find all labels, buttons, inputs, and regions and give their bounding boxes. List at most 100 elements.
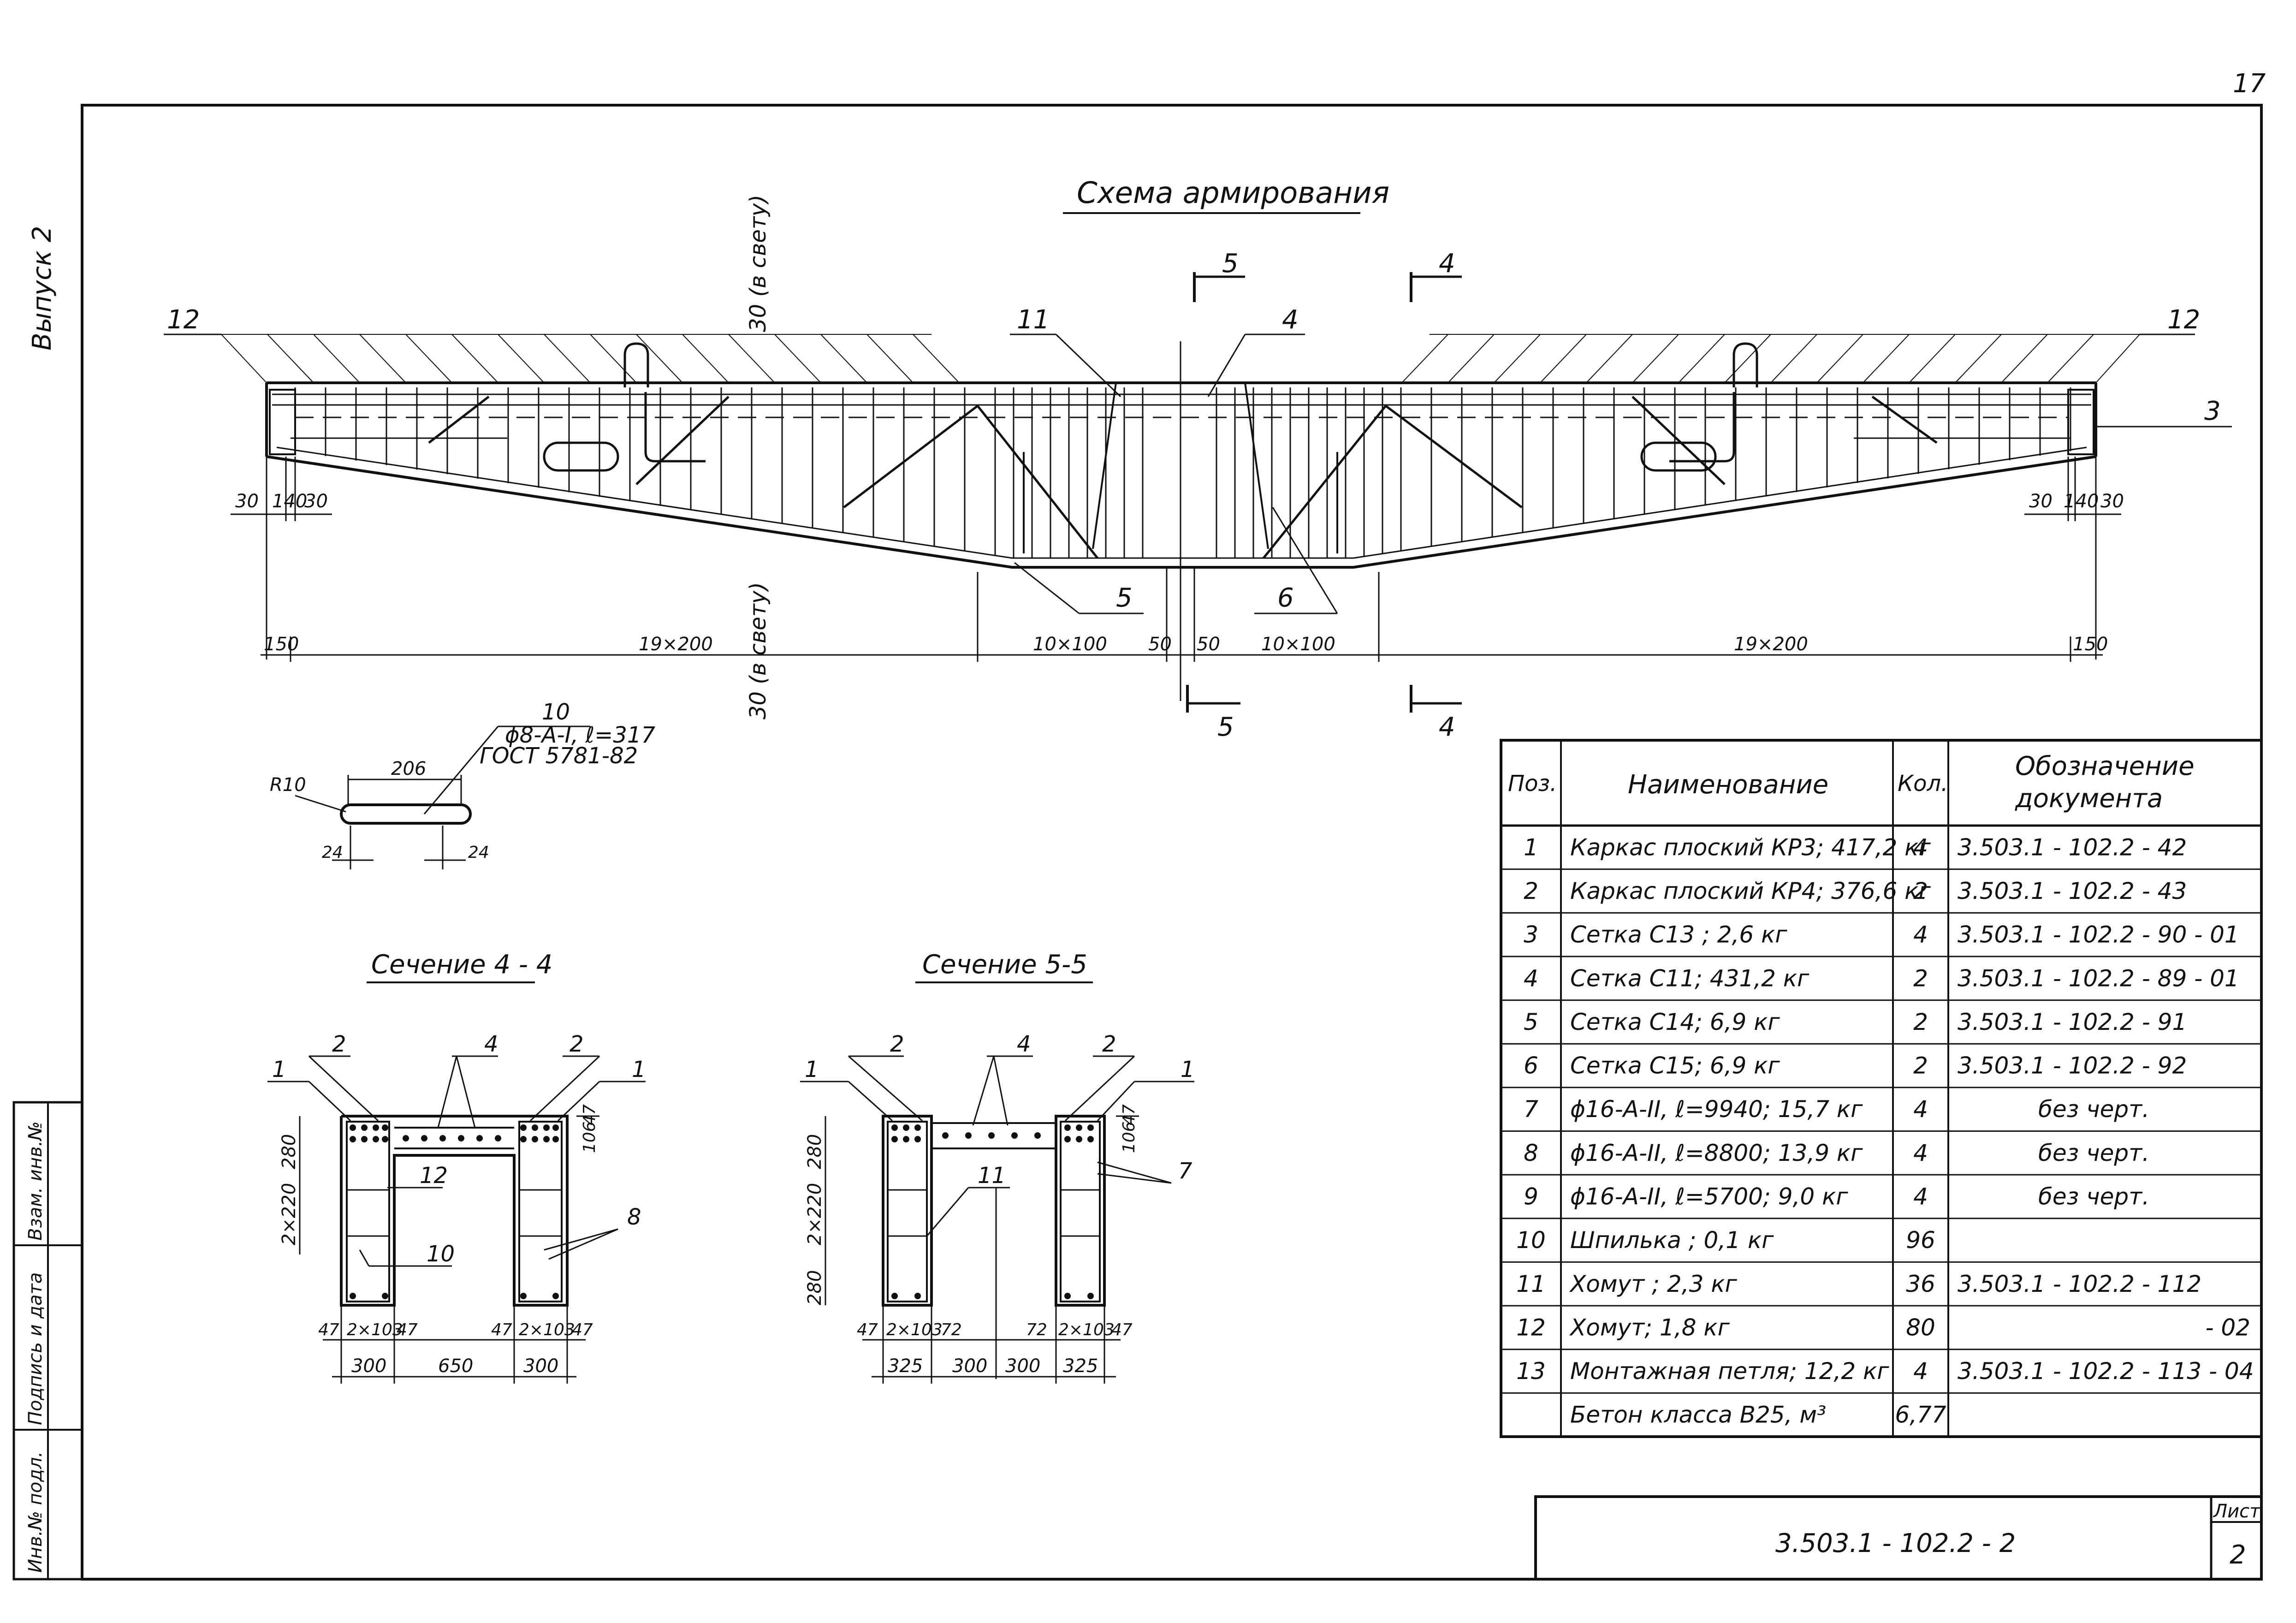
spec-qty: 4: [1913, 834, 1928, 861]
svg-text:4: 4: [1017, 1031, 1031, 1057]
svg-text:47: 47: [1120, 1104, 1139, 1125]
rebar-dot: [1064, 1136, 1071, 1142]
svg-text:206: 206: [391, 758, 426, 779]
spec-pos: 9: [1524, 1183, 1538, 1210]
title-block-sheet-no: 2: [2230, 1540, 2246, 1570]
svg-text:300: 300: [952, 1355, 987, 1377]
svg-text:72: 72: [941, 1320, 962, 1339]
spec-doc: 3.503.1 - 102.2 - 89 - 01: [1958, 965, 2239, 992]
leader-6: 6: [1277, 583, 1294, 613]
spec-doc: 3.503.1 - 102.2 - 91: [1958, 1009, 2187, 1035]
spec-doc: 3.503.1 - 102.2 - 112: [1958, 1271, 2201, 1297]
rebar-dot: [532, 1124, 538, 1131]
rebar-dot: [1034, 1132, 1041, 1139]
rebar-dot: [1076, 1124, 1082, 1131]
spec-name: Бетон класса В25, м³: [1570, 1402, 1826, 1428]
svg-text:2: 2: [890, 1031, 904, 1057]
spec-pos: 8: [1524, 1140, 1538, 1166]
rebar-dot: [1064, 1124, 1071, 1131]
rebar-dot: [1087, 1124, 1094, 1131]
svg-text:12: 12: [420, 1163, 448, 1189]
svg-text:2×103: 2×103: [886, 1320, 943, 1339]
spec-pos: 5: [1524, 1009, 1538, 1035]
spec-qty: 80: [1906, 1314, 1935, 1341]
top-hatch-right: [1401, 334, 2140, 383]
spec-qty: 6,77: [1895, 1402, 1946, 1428]
rebar-dot: [439, 1135, 446, 1141]
spec-doc: 3.503.1 - 102.2 - 42: [1958, 834, 2187, 861]
elevation-dimensions: 30 140 30 30 140 30 150 19×200 10×100 50…: [231, 457, 2124, 662]
svg-text:280: 280: [804, 1134, 825, 1169]
vertical-stirrups: [294, 387, 2071, 558]
svg-text:50: 50: [1197, 634, 1220, 655]
rebar-dot: [1076, 1136, 1082, 1142]
spec-pos: 11: [1516, 1271, 1546, 1297]
spec-qty: 2: [1913, 1052, 1928, 1079]
rebar-dot: [520, 1293, 527, 1299]
top-hatch-left: [221, 334, 960, 383]
spec-qty: 4: [1913, 1096, 1928, 1123]
svg-text:7: 7: [1178, 1158, 1192, 1184]
rebar-dot: [965, 1132, 972, 1139]
svg-text:5: 5: [1217, 712, 1234, 742]
svg-text:10×100: 10×100: [1261, 634, 1335, 655]
svg-text:4: 4: [1439, 712, 1455, 742]
svg-text:10: 10: [427, 1241, 455, 1267]
svg-text:5: 5: [1222, 249, 1239, 279]
section-cut-5-top: 5: [1193, 249, 1245, 302]
rebar-dot: [903, 1124, 909, 1131]
stamp-replace-inv: Взам. инв.№: [25, 1121, 46, 1241]
spec-qty: 4: [1913, 1140, 1928, 1166]
spec-header-qty: Кол.: [1898, 771, 1948, 797]
spec-name: ϕ16-А-II, ℓ=8800; 13,9 кг: [1570, 1140, 1863, 1166]
svg-text:47: 47: [491, 1320, 512, 1339]
spec-name: ϕ16-А-II, ℓ=5700; 9,0 кг: [1570, 1183, 1848, 1210]
svg-text:R10: R10: [270, 774, 306, 796]
rebar-dot: [914, 1136, 921, 1142]
svg-text:325: 325: [888, 1355, 923, 1377]
svg-text:30: 30: [235, 491, 259, 512]
rebar-dot: [382, 1136, 388, 1142]
leader-11: 11: [1017, 305, 1050, 335]
rebar-dot: [476, 1135, 483, 1141]
rebar-dot: [532, 1136, 538, 1142]
svg-text:1: 1: [632, 1057, 646, 1082]
rebar-dot: [382, 1293, 388, 1299]
svg-text:4: 4: [1439, 249, 1455, 279]
section-cut-4-top: 4: [1410, 249, 1462, 302]
rebar-dot: [552, 1293, 559, 1299]
spec-name: Сетка С14; 6,9 кг: [1570, 1009, 1780, 1035]
svg-text:4: 4: [484, 1031, 498, 1057]
svg-text:47: 47: [1111, 1320, 1133, 1339]
leader-3: 3: [2204, 396, 2221, 426]
section-cut-4-bottom: 4: [1410, 685, 1462, 742]
spec-doc: 3.503.1 - 102.2 - 43: [1958, 878, 2187, 904]
rebar-dot: [891, 1293, 898, 1299]
svg-text:24: 24: [468, 843, 489, 862]
svg-text:47: 47: [397, 1320, 418, 1339]
title-block-sheet-label: Лист: [2213, 1501, 2261, 1522]
svg-text:2×220: 2×220: [279, 1183, 300, 1245]
svg-text:2×103: 2×103: [519, 1320, 575, 1339]
spec-qty: 36: [1906, 1271, 1935, 1297]
spec-pos: 3: [1524, 921, 1538, 948]
rebar-dot: [914, 1124, 921, 1131]
clear-span-label-top: 30 (в свету): [745, 195, 771, 332]
rebar-dot: [520, 1124, 527, 1131]
rebar-dot: [1064, 1293, 1071, 1299]
rebar-dot: [361, 1124, 368, 1131]
stamp-inv-orig: Инв.№ подл.: [25, 1451, 46, 1573]
section-5-5-title: Сечение 5-5: [922, 950, 1087, 980]
svg-text:1: 1: [1181, 1057, 1195, 1082]
svg-text:300: 300: [523, 1355, 558, 1377]
svg-text:300: 300: [351, 1355, 386, 1377]
spec-pos: 12: [1516, 1314, 1546, 1341]
beam-elevation: [221, 334, 2140, 701]
spec-table: Поз. Наименование Кол. Обозначение докум…: [1500, 739, 2263, 1438]
spec-name: Монтажная петля; 12,2 кг: [1570, 1358, 1889, 1385]
spec-header-doc-2: документа: [2015, 784, 2163, 814]
svg-text:72: 72: [1026, 1320, 1047, 1339]
spec-qty: 96: [1906, 1227, 1935, 1254]
spec-doc: 3.503.1 - 102.2 - 92: [1958, 1052, 2187, 1079]
